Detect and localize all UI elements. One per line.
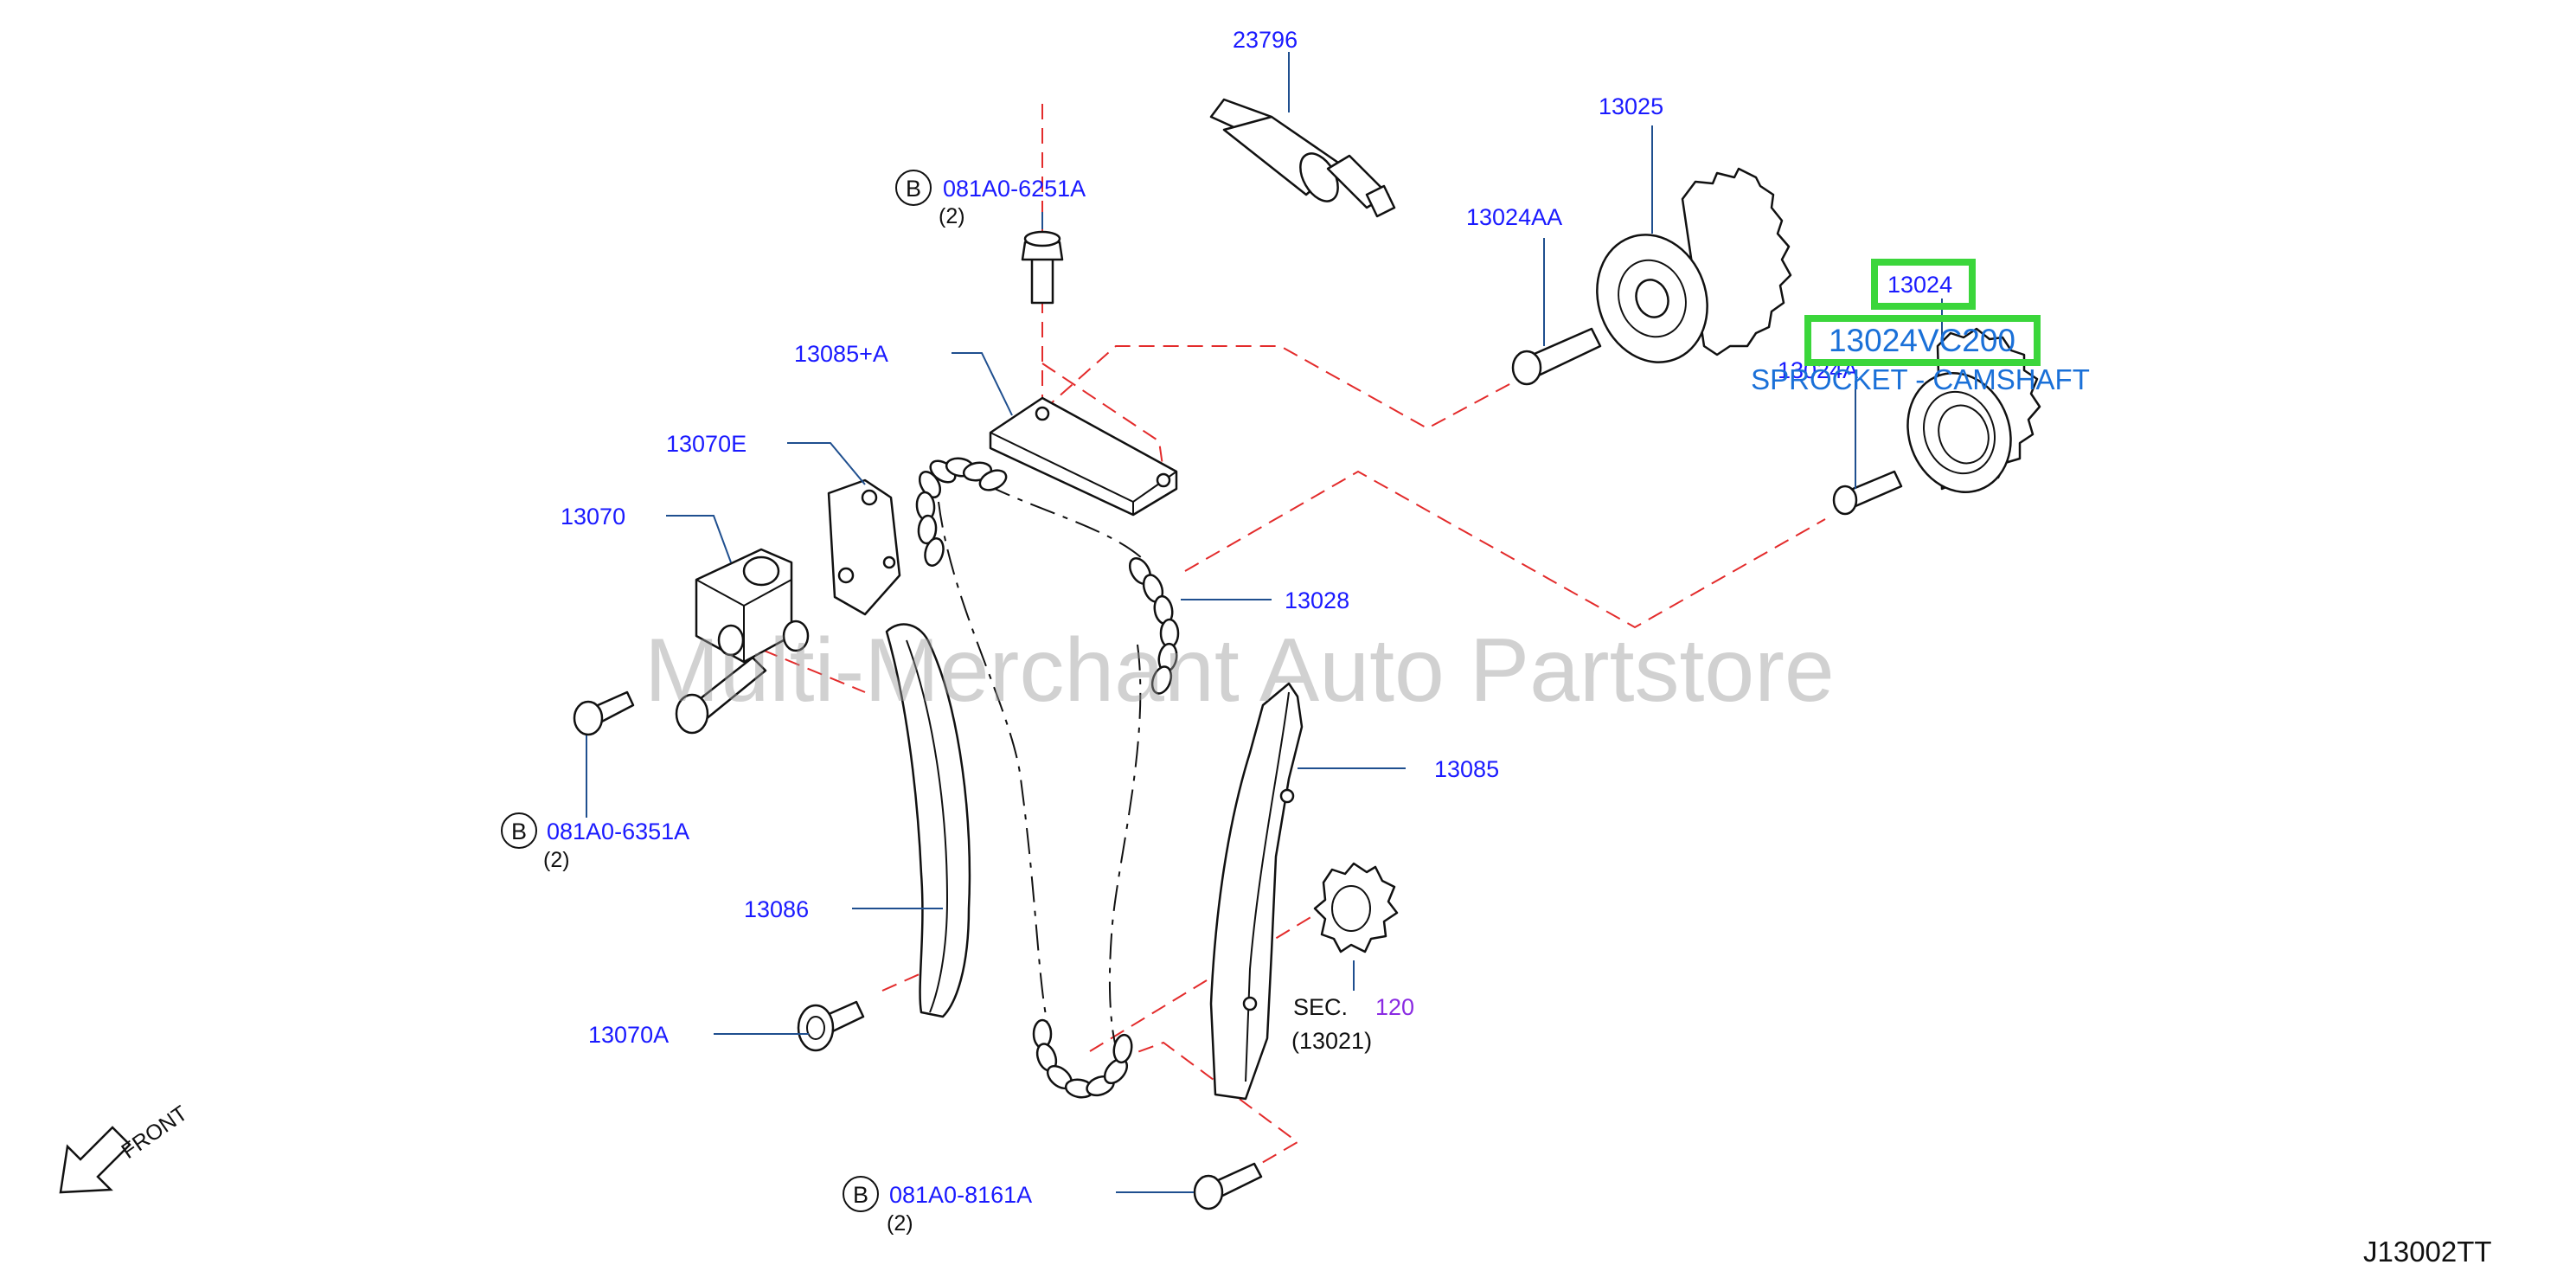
chain-links-upper-left <box>915 457 1008 567</box>
part-crank-sprocket[interactable] <box>1313 862 1399 953</box>
part-13085A-chain-guide[interactable] <box>989 396 1178 517</box>
label-13085[interactable]: 13085 <box>1434 756 1499 782</box>
label-13070A[interactable]: 13070A <box>588 1022 669 1048</box>
label-13024AA[interactable]: 13024AA <box>1466 204 1562 230</box>
label-13028[interactable]: 13028 <box>1285 587 1349 613</box>
label-13070E[interactable]: 13070E <box>666 431 747 457</box>
timing-chain[interactable] <box>915 456 1180 1099</box>
label-13085A[interactable]: 13085+A <box>794 341 888 367</box>
part-13024-cam-sprocket[interactable] <box>1892 327 2041 507</box>
circle-b-icon <box>501 812 537 849</box>
part-labels: 23796 13025 13024AA 13024 13024A 13085+A… <box>561 27 1952 1048</box>
qty-bolt-left: (2) <box>543 848 570 872</box>
bolt-marker: B <box>511 819 527 844</box>
watermark-text: Multi-Merchant Auto Partstore <box>644 620 1835 721</box>
part-13070-tensioner[interactable] <box>675 548 810 735</box>
bolt-081A0-6251A-part[interactable] <box>1021 230 1064 305</box>
part-13070A-pivot-bolt[interactable] <box>797 1000 865 1052</box>
part-13086-tensioner-arm[interactable] <box>885 623 971 1018</box>
sec-number-link[interactable]: 120 <box>1375 994 1414 1020</box>
diagram-code: J13002TT <box>2363 1236 2492 1268</box>
highlight-box-label <box>1871 259 1976 310</box>
bolt-081A0-8161A-part[interactable] <box>1193 1162 1263 1210</box>
label-bolt-left[interactable]: 081A0-6351A <box>547 819 689 844</box>
label-13025[interactable]: 13025 <box>1599 93 1663 119</box>
tooltip-part-desc: SPROCKET - CAMSHAFT <box>1751 363 2090 395</box>
qty-bolt-bottom: (2) <box>887 1211 913 1236</box>
label-13024[interactable]: 13024 <box>1887 272 1952 298</box>
part-13025-cam-sprocket[interactable] <box>1580 167 1792 378</box>
bolt-marker: B <box>853 1182 868 1208</box>
bolt-081A0-6351A-part[interactable] <box>573 690 635 736</box>
label-13070[interactable]: 13070 <box>561 504 625 530</box>
label-13086[interactable]: 13086 <box>744 896 809 922</box>
front-indicator: FRONT <box>59 1101 192 1194</box>
bolt-callout-top[interactable]: B 081A0-6251A (2) <box>895 170 1086 228</box>
highlight-box-code <box>1804 315 2041 366</box>
part-13070E-gasket[interactable] <box>827 478 901 616</box>
part-13085-chain-guide[interactable] <box>1209 682 1304 1101</box>
part-13024A-bolt[interactable] <box>1832 470 1903 516</box>
bolt-callout-left[interactable]: B 081A0-6351A (2) <box>501 812 689 872</box>
part-23796-solenoid[interactable] <box>1209 98 1396 218</box>
section-reference[interactable]: SEC. 120 (13021) <box>1291 994 1414 1054</box>
front-label: FRONT <box>117 1101 192 1164</box>
bolt-callout-bottom[interactable]: B 081A0-8161A (2) <box>843 1176 1032 1236</box>
circle-b-icon <box>843 1176 879 1212</box>
front-arrow-icon <box>59 1126 131 1194</box>
chain-links-bottom <box>1032 1018 1133 1099</box>
tooltip-part-code: 13024VC200 <box>1829 323 2015 358</box>
chain-links-middle <box>1128 557 1180 695</box>
circle-b-icon <box>895 170 932 206</box>
bolt-marker: B <box>906 176 921 202</box>
highlighted-part[interactable]: 13024VC200 SPROCKET - CAMSHAFT <box>1751 259 2090 395</box>
qty-bolt-top: (2) <box>939 204 965 228</box>
sec-prefix: SEC. <box>1293 994 1348 1020</box>
sec-sub: (13021) <box>1291 1028 1372 1054</box>
label-23796[interactable]: 23796 <box>1233 27 1298 53</box>
label-bolt-bottom[interactable]: 081A0-8161A <box>889 1182 1032 1208</box>
label-bolt-top[interactable]: 081A0-6251A <box>943 176 1086 202</box>
part-13024AA-bolt[interactable] <box>1511 327 1602 386</box>
